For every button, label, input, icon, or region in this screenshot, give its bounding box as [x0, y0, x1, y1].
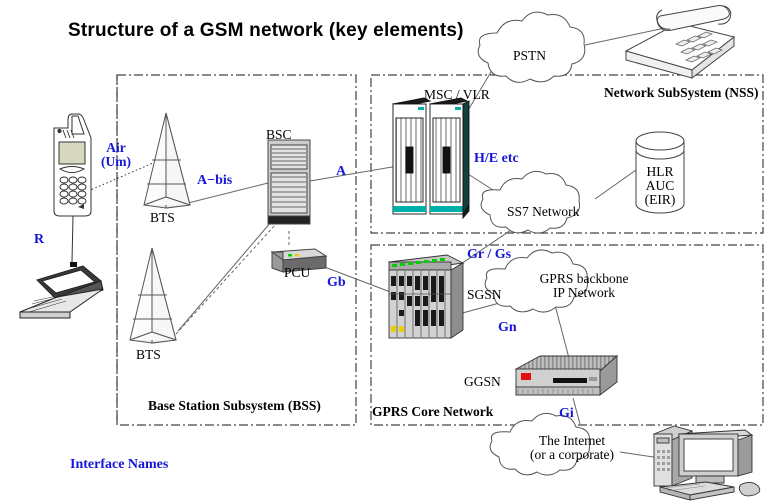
pstn-label: PSTN: [513, 48, 547, 63]
cloud-shapes: [477, 11, 590, 476]
pcu-icon: [270, 248, 328, 273]
link-gr-gs: [454, 227, 515, 269]
interface-gr-gs: Gr / Gs: [467, 247, 512, 262]
link-pstn-phone: [584, 27, 666, 46]
pcu-label: PCU: [284, 265, 311, 280]
link-r: [71, 215, 74, 263]
link-bts-lower-bsc: [177, 221, 272, 332]
link-gi: [572, 397, 581, 425]
legend-interface-names: Interface Names: [70, 457, 169, 472]
ggsn-icon: [514, 355, 619, 396]
hlr-line-1: HLR: [646, 164, 674, 179]
interface-a-bis: A−bis: [197, 173, 233, 188]
sgsn-label: SGSN: [467, 287, 502, 302]
bss-label: Base Station Subsystem (BSS): [148, 398, 321, 413]
internet-line-2: (or a corporate): [530, 447, 614, 463]
mobile-phone-icon: [53, 113, 92, 217]
sgsn-icon: [387, 254, 465, 339]
telephone-icon: [624, 5, 736, 80]
hlr-line-2: AUC: [645, 178, 675, 194]
gprs-backbone-line-2: IP Network: [552, 285, 616, 301]
gprs-backbone-label: GPRS backbone IP Network: [525, 271, 643, 301]
pstn-cloud: [477, 11, 586, 83]
link-a-bis: [179, 182, 269, 206]
msc-vlr-icon: [391, 97, 470, 220]
desktop-pc-icon: [652, 425, 761, 501]
link-backbone-ggsn: [554, 304, 571, 363]
hlr-label: HLR AUC (EIR): [632, 164, 688, 208]
msc-vlr-label: MSC / VLR: [424, 87, 490, 102]
bsc-label: BSC: [266, 127, 292, 142]
connection-lines: [71, 27, 666, 459]
link-gb: [321, 265, 394, 294]
ggsn-label: GGSN: [464, 374, 501, 389]
bts-lower-icon: [129, 247, 177, 344]
link-internet-pc: [619, 451, 661, 459]
ss7-cloud: [480, 170, 580, 234]
interface-r: R: [34, 232, 45, 247]
interface-air-um: Air (Um): [92, 140, 140, 170]
page-title: Structure of a GSM network (key elements…: [68, 20, 464, 41]
gprs-backbone-line-1: GPRS backbone: [539, 271, 629, 286]
bsc-icon: [267, 139, 311, 225]
interface-a: A: [336, 164, 347, 179]
nss-label: Network SubSystem (NSS): [604, 85, 759, 100]
bts-upper-label: BTS: [150, 210, 175, 225]
gprs-label: GPRS Core Network: [372, 404, 494, 419]
link-a: [309, 165, 399, 182]
ss7-label: SS7 Network: [507, 204, 580, 219]
bts-upper-icon: [143, 112, 191, 209]
bts-lower-label: BTS: [136, 347, 161, 362]
nss-boundary: [370, 74, 764, 234]
internet-cloud: [489, 412, 590, 476]
hlr-database-icon: [635, 131, 685, 214]
hlr-line-3: (EIR): [644, 192, 676, 208]
interface-air-um-line-1: Air: [106, 140, 126, 155]
internet-label: The Internet (or a corporate): [512, 433, 632, 463]
interface-air-um-line-2: (Um): [101, 154, 131, 170]
interface-gn: Gn: [498, 320, 517, 335]
link-ss7-hlr: [594, 169, 637, 200]
link-air-um: [87, 159, 161, 192]
interface-gi: Gi: [559, 406, 574, 421]
internet-line-1: The Internet: [538, 433, 606, 448]
laptop-icon: [19, 262, 104, 319]
interface-gb: Gb: [327, 275, 346, 290]
link-bts-lower-pcu: [175, 223, 277, 335]
gprs-backbone-cloud: [484, 249, 588, 313]
interface-he-etc: H/E etc: [474, 151, 519, 166]
